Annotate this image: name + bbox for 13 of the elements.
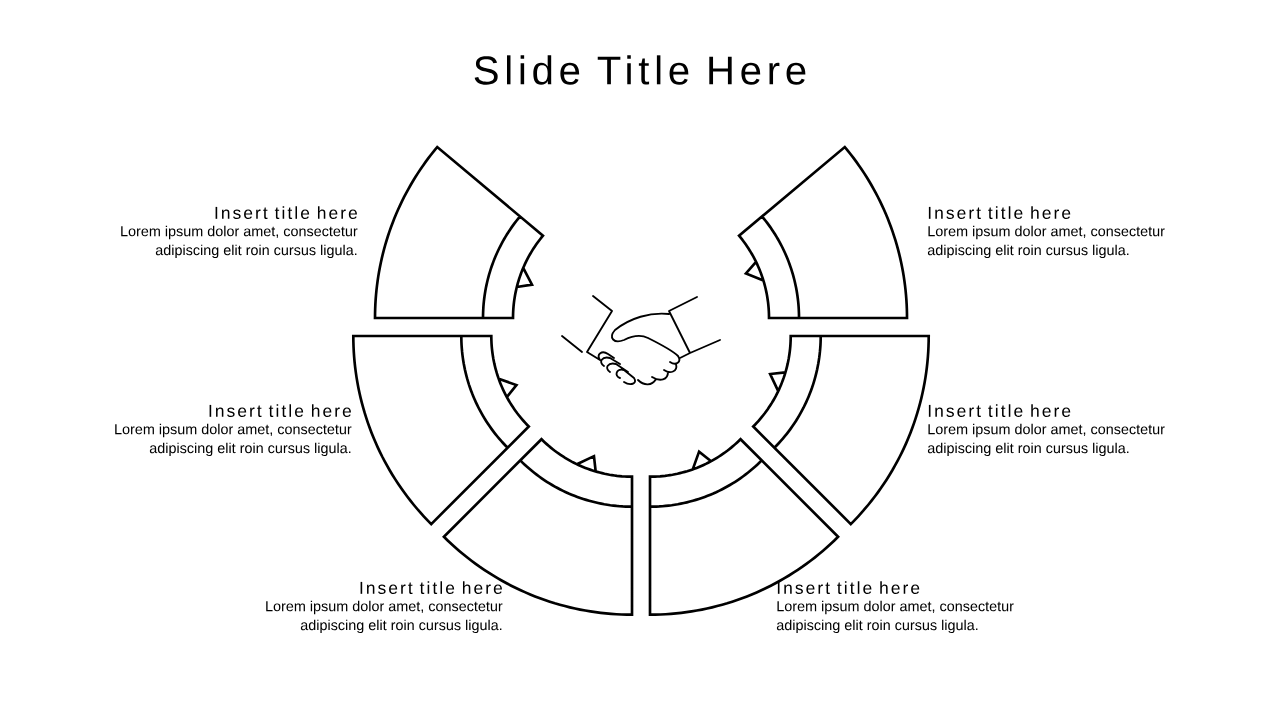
segment-title: Insert title here xyxy=(360,581,502,594)
segment-title: Insert title here xyxy=(215,206,357,219)
segment-title: Insert title here xyxy=(777,581,920,594)
segment-title: Insert title here xyxy=(209,404,351,417)
segment-description: Lorem ipsum dolor amet, consectetur adipiscing elit roin cursus ligula. xyxy=(266,600,503,634)
segment-description: Lorem ipsum dolor amet, consectetur adipiscing elit roin cursus ligula. xyxy=(115,423,352,457)
slide-title: Slide Title Here xyxy=(474,55,806,85)
segment-description: Lorem ipsum dolor amet, consectetur adipiscing elit roin cursus ligula. xyxy=(927,423,1165,457)
segment-description: Lorem ipsum dolor amet, consectetur adipiscing elit roin cursus ligula. xyxy=(121,225,358,259)
segment-description: Lorem ipsum dolor amet, consectetur adipiscing elit roin cursus ligula. xyxy=(776,600,1014,634)
segment-title: Insert title here xyxy=(928,206,1071,219)
segment-description: Lorem ipsum dolor amet, consectetur adipiscing elit roin cursus ligula. xyxy=(927,225,1165,259)
segment-title: Insert title here xyxy=(928,404,1071,417)
